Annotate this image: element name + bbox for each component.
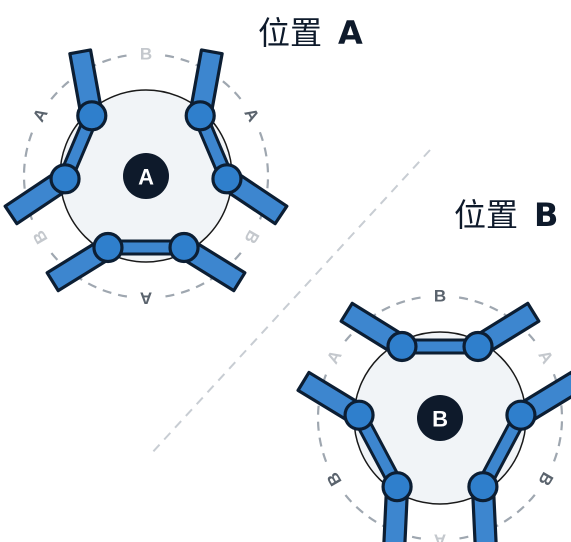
joint-a-1-b: [211, 163, 243, 195]
ring-label-b-2: B: [534, 469, 557, 489]
joint-b-1-a: [343, 399, 375, 431]
joint-a-0-b: [49, 163, 81, 195]
ring-arc-a-0: [164, 54, 242, 100]
ring-label-a-4: B: [29, 227, 52, 247]
joint-b-2-a: [505, 399, 537, 431]
title-position-b: 位置 B: [454, 196, 558, 234]
ring-label-a-3: A: [140, 289, 152, 308]
ring-label-a-0: B: [140, 45, 152, 64]
joint-b-2-b: [467, 471, 499, 503]
arms-b: [296, 301, 571, 542]
title-b-cjk: 位置: [454, 196, 518, 234]
bracket-a-0: [3, 48, 108, 226]
joint-b-1-b: [381, 471, 413, 503]
ring-label-b-4: B: [323, 469, 346, 489]
ring-arc-b-2: [458, 494, 536, 540]
ring-arc-a-3: [50, 252, 128, 298]
ring-label-a-1: A: [240, 105, 263, 125]
ring-arc-a-2: [164, 252, 242, 298]
ring-arc-b-5: [344, 296, 422, 342]
ring-label-b-0: B: [434, 287, 446, 306]
joint-b-0-a: [386, 330, 418, 363]
center-label-b: B: [432, 407, 448, 432]
bracket-b-2: [467, 370, 571, 542]
diagram-position-a: B A B A B A A: [3, 45, 289, 308]
joint-a-1-a: [184, 100, 216, 132]
arms-a: [3, 48, 289, 293]
diagram-position-b: B A B A B A B: [296, 287, 571, 542]
center-badge-b: [417, 395, 463, 441]
joint-b-0-b: [462, 330, 494, 363]
bracket-a-1: [184, 48, 289, 226]
ring-arc-b-0: [458, 296, 536, 342]
ring-label-a-2: B: [240, 227, 263, 247]
title-a-letter: A: [338, 14, 363, 52]
joint-a-2-a: [168, 231, 200, 264]
center-badge-a: [123, 153, 169, 199]
ring-label-b-1: A: [534, 347, 557, 367]
ring-arc-a-5: [50, 54, 128, 100]
bracket-b-1: [296, 370, 413, 542]
ring-label-b-5: A: [323, 347, 346, 367]
title-position-a: 位置 A: [258, 14, 363, 52]
joint-a-2-b: [92, 231, 124, 264]
center-label-a: A: [138, 165, 154, 190]
bracket-b-0: [339, 301, 541, 363]
title-a-cjk: 位置: [258, 14, 322, 52]
ring-label-b-3: A: [434, 531, 446, 542]
joint-a-0-a: [76, 100, 108, 132]
ring-label-a-5: A: [29, 105, 52, 125]
ring-arc-b-3: [344, 494, 422, 540]
divider-line: [149, 149, 431, 456]
title-b-letter: B: [534, 196, 558, 234]
bracket-a-2: [45, 231, 247, 293]
